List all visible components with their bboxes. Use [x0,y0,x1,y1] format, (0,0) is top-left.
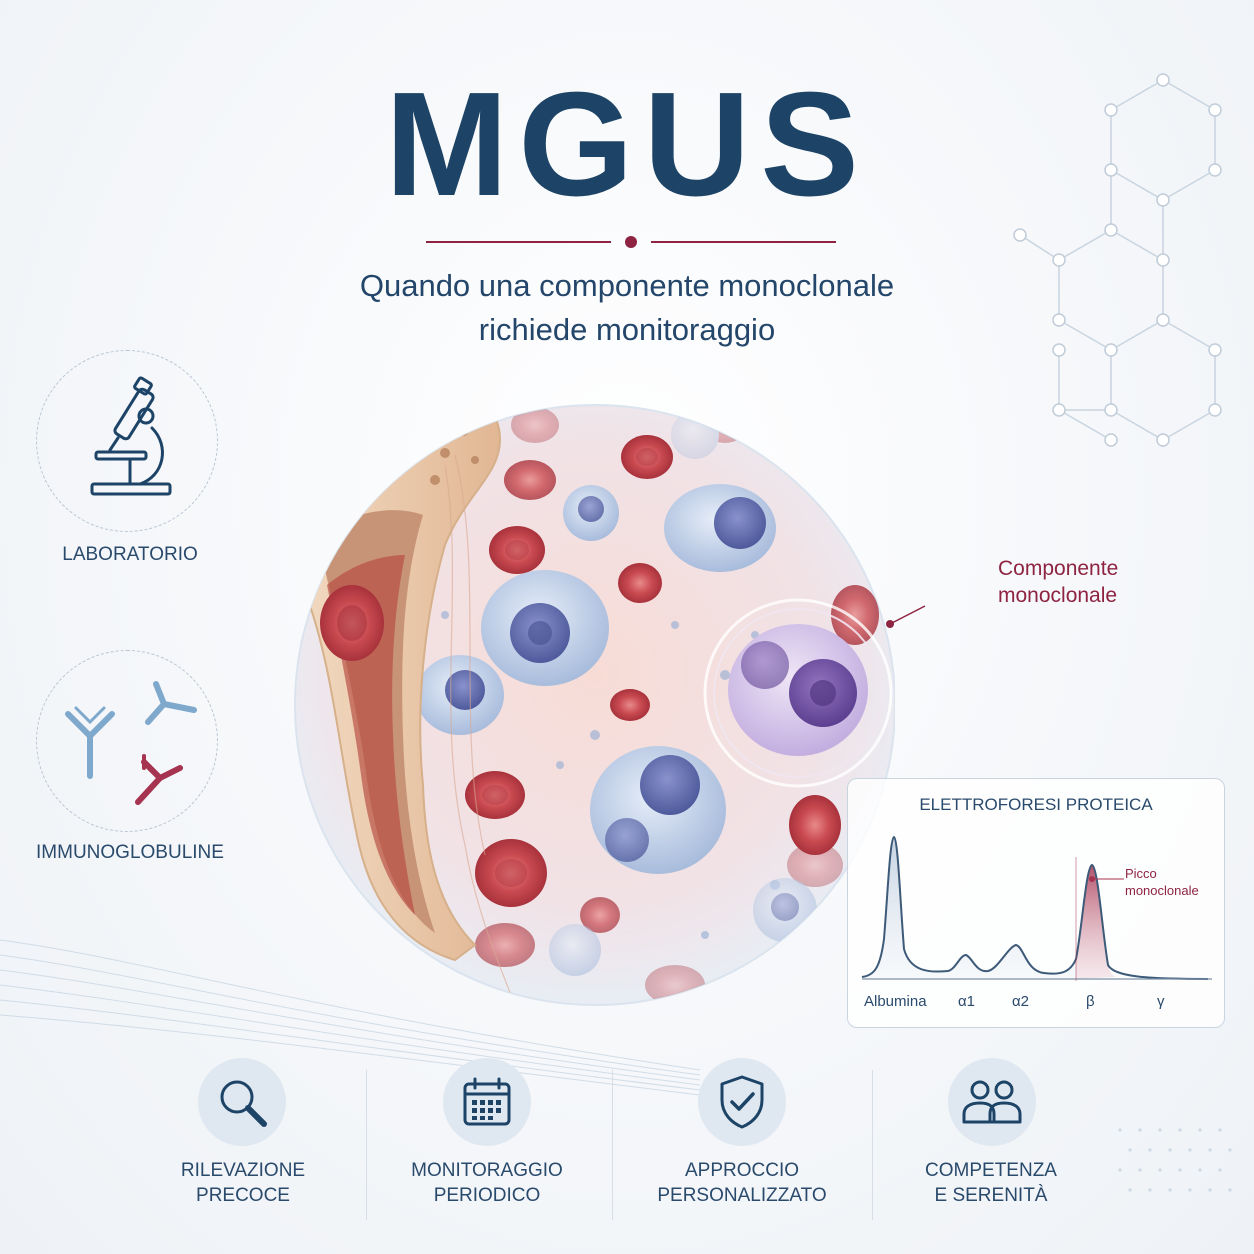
fraction-albumina: Albumina [864,993,927,1010]
page-title: MGUS [385,62,869,227]
antibody-icon [65,681,197,805]
feature-early-detection: RILEVAZIONE PRECOCE [128,1158,358,1208]
fraction-beta: β [1086,993,1095,1010]
feature-separator [612,1070,613,1220]
periodic-monitoring-badge [443,1058,531,1146]
callout-connector [886,605,926,628]
subtitle-line-1: Quando una componente monoclonale [359,268,895,303]
peak-label: Picco monoclonale [1125,865,1199,899]
callout-line-1: Componente [998,557,1119,580]
expertise-serenity-badge [948,1058,1036,1146]
microscope-icon [90,376,172,496]
feature-personalized-approach-line-1: APPROCCIO [684,1160,800,1181]
feature-separator [872,1070,873,1220]
fraction-gamma: γ [1157,993,1165,1010]
feature-periodic-monitoring: MONITORAGGIO PERIODICO [372,1158,602,1208]
molecule-network-decoration [1013,73,1222,447]
immunoglobulin-label: IMMUNOGLOBULINE [36,842,224,863]
electrophoresis-title: ELETTROFORESI PROTEICA [919,795,1153,814]
feature-early-detection-line-1: RILEVAZIONE [180,1160,306,1181]
wave-lines-decoration [0,939,700,1096]
feature-personalized-approach: APPROCCIO PERSONALIZZATO [627,1158,857,1208]
bone-marrow-illustration [294,404,895,1006]
personalized-approach-badge [698,1058,786,1146]
laboratory-label: LABORATORIO [62,544,198,565]
dot-pattern-decoration [1118,1128,1232,1192]
title-divider [426,236,836,248]
laboratory-badge [36,350,218,532]
monoclonal-component-callout: Componente monoclonale [998,555,1118,609]
electrophoresis-curve [861,835,1212,981]
fraction-alpha1: α1 [958,993,976,1010]
electrophoresis-panel: ELETTROFORESI PROTEICA Picco m [847,778,1225,1028]
calendar-icon [463,1077,511,1126]
feature-personalized-approach-line-2: PERSONALIZZATO [657,1185,827,1206]
subtitle-line-2: richiede monitoraggio [478,312,776,347]
feature-periodic-monitoring-line-2: PERIODICO [433,1185,541,1206]
feature-expertise-serenity-line-1: COMPETENZA [925,1160,1057,1181]
peak-label-line-2: monoclonale [1125,883,1199,898]
feature-early-detection-line-2: PRECOCE [196,1185,290,1206]
shield-check-icon [720,1075,764,1129]
immunoglobulin-badge [36,650,218,832]
fraction-alpha2: α2 [1012,993,1030,1010]
feature-expertise-serenity: COMPETENZA E SERENITÀ [876,1158,1106,1208]
callout-line-2: monoclonale [998,584,1118,607]
feature-periodic-monitoring-line-1: MONITORAGGIO [411,1160,563,1181]
people-icon [962,1080,1022,1124]
feature-expertise-serenity-line-2: E SERENITÀ [934,1185,1048,1206]
early-detection-badge [198,1058,286,1146]
feature-separator [366,1070,367,1220]
peak-label-line-1: Picco [1125,866,1157,881]
search-icon [220,1080,267,1127]
